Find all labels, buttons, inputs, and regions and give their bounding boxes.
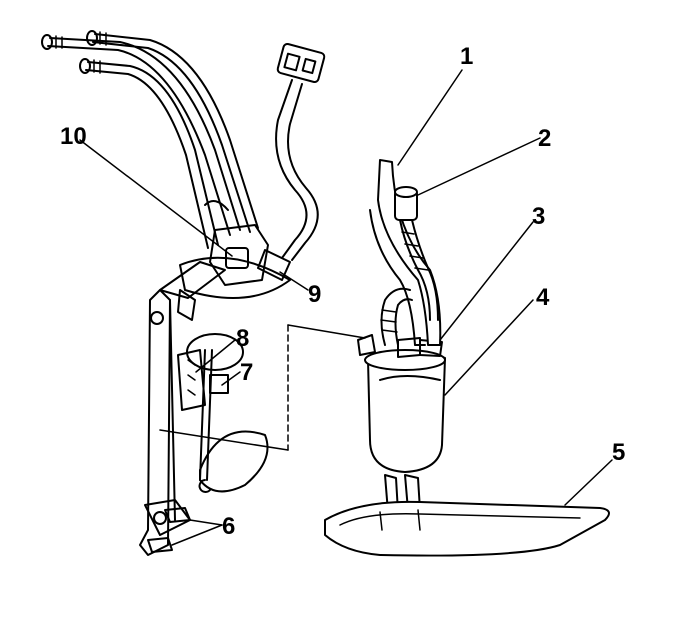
- leader-line-5: [564, 459, 613, 506]
- leader-line-10: [79, 139, 233, 257]
- callout-1: 1: [460, 43, 473, 70]
- leader-line-9: [279, 271, 309, 291]
- mounting-bracket: [139, 261, 226, 556]
- leader-line-7: [221, 371, 241, 386]
- callout-9: 9: [308, 281, 321, 308]
- callout-2: 2: [538, 125, 551, 152]
- leader-line-6a: [189, 519, 223, 526]
- callout-5: 5: [612, 439, 625, 466]
- pump-outlet-hose: [380, 287, 413, 346]
- leader-line-8: [195, 339, 236, 373]
- leader-lines: [79, 69, 613, 546]
- callout-7: 7: [240, 359, 253, 386]
- callout-6: 6: [222, 513, 235, 540]
- float-assembly: [186, 333, 269, 493]
- leader-line-1: [397, 69, 463, 166]
- wiring-harness: [257, 42, 326, 281]
- level-sensor: [177, 349, 229, 411]
- fuel-strainer: [324, 474, 610, 557]
- leader-line-4: [444, 299, 534, 396]
- leader-line-2: [417, 137, 541, 196]
- fuel-lines: [41, 30, 259, 249]
- callout-3: 3: [532, 203, 545, 230]
- assembly-guide-line: [159, 324, 366, 451]
- connector-block: [179, 200, 291, 299]
- callout-10: 10: [60, 123, 87, 150]
- leader-line-3: [439, 221, 534, 341]
- callout-4: 4: [536, 284, 550, 311]
- fuel-return-hose: [394, 186, 439, 321]
- fuel-pump: [357, 334, 446, 473]
- callout-8: 8: [236, 325, 249, 352]
- callout-labels: 1 2 3 4 5 6 7 8 9 10: [60, 43, 625, 540]
- leader-line-6b: [171, 524, 223, 546]
